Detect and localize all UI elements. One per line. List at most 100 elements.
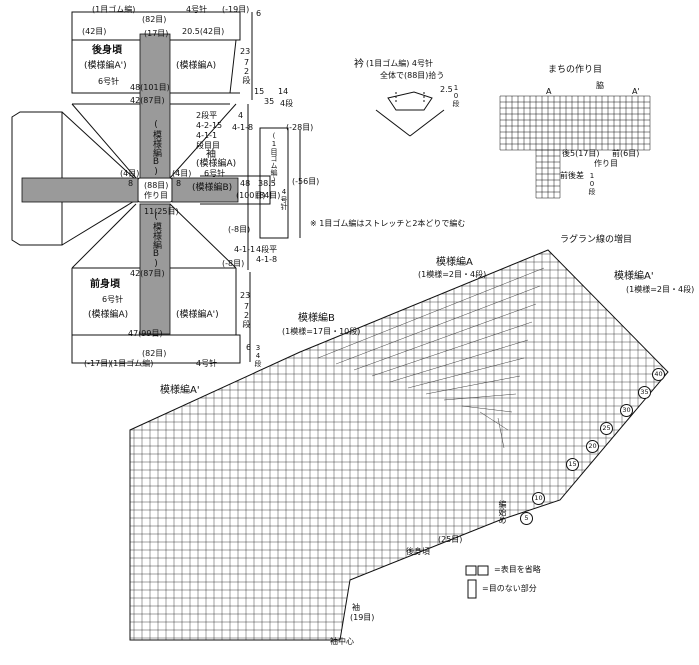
- sleeve-lower-b: 4-1-8: [256, 255, 278, 264]
- front-rib-rows2: 34段: [254, 344, 262, 367]
- sleeve-dec-a: 2段平: [196, 111, 218, 120]
- sleeve-inc-b: (-8目): [222, 259, 245, 268]
- chart-sleeve-center: 袖中心: [330, 637, 354, 646]
- legend-boxes: [465, 565, 489, 599]
- collar-detail2: 全体で(88目)拾う: [380, 71, 445, 80]
- chart-pattern-b-repeat: (1模様=17目・10段): [282, 327, 361, 336]
- row-number: 15: [566, 458, 579, 471]
- rib-note: ※ 1目ゴム編はストレッチと2本どりで編む: [310, 219, 466, 228]
- sleeve-title: 袖: [206, 149, 216, 160]
- chart-pattern-a: 模様編A: [436, 257, 473, 268]
- sleeve-dec-d: 段目目: [196, 141, 220, 150]
- sleeve-pattern-b: (模様編B): [192, 183, 233, 193]
- gusset-label-diff-rows: 10段: [588, 172, 596, 195]
- gauge-left: 8: [128, 179, 134, 188]
- row-number: 30: [620, 404, 633, 417]
- chart-sleeve-count: (19目): [350, 613, 375, 622]
- chart-sleeve-label: 袖: [352, 603, 360, 612]
- row-number: 10: [532, 492, 545, 505]
- gauge-right: 8: [176, 179, 182, 188]
- pattern-b-top: (模様編B): [151, 120, 161, 177]
- chart-pattern-a2-left: 模様編A': [160, 385, 200, 396]
- sleeve-width-bottom: (100目): [236, 191, 266, 200]
- sleeve-inc-a: (-8目): [228, 225, 251, 234]
- bottom-count: 11(25目): [144, 207, 179, 216]
- back-top-center: (82目): [142, 15, 167, 24]
- sleeve-side-c: 14: [278, 87, 289, 96]
- cuff-count: (-28目): [286, 123, 314, 132]
- gusset-title: まちの作り目: [548, 65, 603, 75]
- gusset-label-front: 前(6目): [612, 149, 640, 158]
- sleeve-dec-c: 4-1-1: [196, 131, 218, 140]
- front-rib-rows: 6: [246, 343, 252, 352]
- row-number: 5: [520, 512, 533, 525]
- collar-rows2: 10段: [452, 84, 460, 107]
- legend-knit-omitted: =表目を省略: [494, 565, 541, 574]
- front-width-bottom: 47(99目): [128, 329, 163, 338]
- sleeve-pattern: (模様編A): [196, 159, 237, 169]
- back-rib-rows: 6: [256, 9, 262, 18]
- back-needle-top: 4号针: [186, 5, 208, 14]
- sleeve-dec-b: 4-2-15: [196, 121, 223, 130]
- front-title: 前身頃: [90, 279, 120, 290]
- row-number: 25: [600, 422, 613, 435]
- neck-stitches-left: (4目): [120, 169, 140, 178]
- sleeve-lower-c: 4段平: [256, 245, 278, 254]
- gusset-label-cast: 作り目: [594, 159, 618, 168]
- collar-shape: [387, 91, 433, 111]
- sleeve-total: (-56目): [292, 177, 320, 186]
- chart-pattern-a2-repeat: (1模様=2目・4段): [626, 285, 695, 294]
- back-top-left: (42目): [82, 27, 107, 36]
- chart-pattern-a-repeat: (1模様=2目・4段): [418, 270, 487, 279]
- gusset-grid: [499, 95, 651, 199]
- front-needle: 6号针: [102, 295, 124, 304]
- chart-start-label: 編始め: [498, 500, 507, 524]
- pattern-b-strips: [21, 33, 239, 335]
- front-rib-band: [71, 334, 241, 364]
- sleeve-lower-a: 4-1-1: [234, 245, 256, 254]
- collar-rows: 2.5: [440, 85, 453, 94]
- sleeve-needle: 6号针: [204, 169, 226, 178]
- back-neg-top: (-19目): [222, 5, 250, 14]
- chart-body-label: 後身頃: [406, 547, 430, 556]
- gusset-label-back: 後5(17目): [562, 149, 600, 158]
- sleeve-length-stitches: (84目): [256, 191, 281, 200]
- sleeve-width-top: 48: [240, 179, 251, 188]
- neck-count-cast: 作り目: [144, 191, 168, 200]
- row-number: 35: [638, 386, 651, 399]
- front-bottom-left: (-17目): [84, 359, 112, 368]
- front-bottom-center: (82目): [142, 349, 167, 358]
- back-pattern-right: (模様編A): [176, 61, 217, 71]
- sleeve-length: 38.5: [258, 179, 276, 188]
- front-bottom-needle: 4号针: [196, 359, 218, 368]
- front-rows-right: 23: [240, 291, 251, 300]
- back-rib-label: (1目ゴム編): [92, 5, 136, 14]
- legend-no-stitch: =目のない部分: [482, 584, 537, 593]
- gusset-label-side: 脇: [596, 81, 604, 90]
- chart-pattern-a2: 模様編A': [614, 271, 654, 282]
- collar-detail: (1目ゴム編) 4号针: [366, 59, 433, 68]
- back-height-rows: 72段: [242, 58, 251, 84]
- sleeve-side-a: 15: [254, 87, 265, 96]
- row-number: 40: [652, 368, 665, 381]
- right-cuff: [259, 127, 289, 239]
- right-sleeve-outline: [200, 175, 271, 205]
- gusset-label-diff: 前後差: [560, 171, 584, 180]
- sleeve-dec-right-b: 4-1-8: [232, 123, 254, 132]
- sleeve-side-d: 4段: [280, 99, 294, 108]
- chart-pattern-b: 模様編B: [298, 313, 335, 324]
- gusset-label-a: A: [546, 87, 552, 96]
- chart-raglan-label: ラグラン線の増目: [560, 235, 633, 245]
- front-rows-right2: 72段: [242, 302, 251, 328]
- front-bottom-label: (1目ゴム編): [110, 359, 154, 368]
- collar-title: 衿: [354, 59, 364, 70]
- sleeve-side-b: 35: [264, 97, 275, 106]
- row-number: 20: [586, 440, 599, 453]
- back-height: 23: [240, 47, 251, 56]
- back-top-mid: (17目): [144, 29, 169, 38]
- front-pattern: (模様編A): [88, 310, 129, 320]
- back-pattern-left: (模様編A'): [84, 61, 127, 71]
- back-top-right: 20.5(42目): [182, 27, 225, 36]
